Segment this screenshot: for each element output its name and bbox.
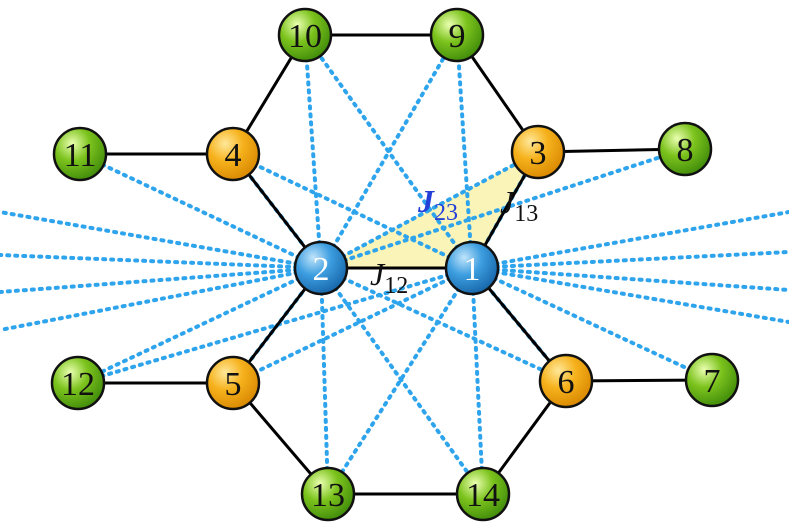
coupling-line-2-6 [319, 266, 568, 383]
site-1: 1 [444, 240, 500, 296]
coupling-line-1-offscreen-3 [470, 266, 789, 292]
coupling-line-1-14 [470, 266, 485, 496]
site-6-circle [538, 353, 594, 409]
site-9: 9 [429, 7, 485, 63]
site-8-label: 8 [677, 132, 694, 169]
site-9-circle [429, 7, 485, 63]
j13-label: J13 [500, 184, 538, 227]
site-5-circle [205, 355, 261, 411]
coupling-line-1-offscreen-1 [470, 210, 789, 270]
j12-main: J [370, 256, 386, 292]
site-3-label: 3 [530, 135, 547, 172]
coupling-line-2-offscreen-1 [0, 210, 323, 270]
site-3: 3 [510, 124, 566, 180]
site-3-circle [510, 124, 566, 180]
coupling-line-2-14 [319, 266, 485, 496]
coupling-line-2-12 [76, 266, 323, 385]
j12-label: J12 [370, 256, 408, 299]
site-5: 5 [205, 355, 261, 411]
j23-sub: 23 [434, 200, 458, 226]
site-1-circle [444, 240, 500, 296]
j12-sub: 12 [384, 273, 408, 299]
site-14-label: 14 [466, 477, 500, 514]
site-12: 12 [50, 355, 106, 411]
site-6: 6 [538, 353, 594, 409]
site-9-label: 9 [449, 18, 466, 55]
coupling-line-2-offscreen-3 [0, 266, 323, 294]
coupling-line-1-offscreen-2 [470, 250, 789, 270]
site-10-circle [277, 7, 333, 63]
site-11-circle [52, 126, 108, 182]
site-13: 13 [300, 466, 356, 522]
site-11: 11 [52, 126, 108, 182]
coupling-line-2-offscreen-2 [0, 253, 323, 270]
site-5-label: 5 [225, 366, 242, 403]
j13-sub: 13 [514, 201, 538, 227]
site-10: 10 [277, 7, 333, 63]
site-7-circle [684, 352, 740, 408]
site-14-circle [455, 466, 511, 522]
coupling-line-2-offscreen-4 [0, 266, 323, 332]
site-13-label: 13 [311, 477, 345, 514]
site-1-label: 1 [464, 251, 481, 288]
site-2-circle [293, 240, 349, 296]
j13-main: J [500, 184, 516, 220]
site-12-circle [50, 355, 106, 411]
site-10-label: 10 [288, 18, 322, 55]
site-6-label: 6 [558, 364, 575, 401]
coupling-line-1-13 [326, 266, 474, 496]
site-2: 2 [293, 240, 349, 296]
j23-main: J [417, 183, 435, 219]
site-8-circle [657, 121, 713, 177]
coupling-line-2-10 [303, 33, 323, 270]
coupling-line-1-7 [470, 266, 714, 382]
j23-label: J23 [417, 183, 458, 226]
site-11-label: 11 [64, 137, 97, 174]
coupling-line-1-10 [303, 33, 474, 270]
coupling-line-2-11 [78, 152, 323, 270]
coupling-line-1-12 [76, 266, 474, 385]
coupling-line-2-8 [319, 147, 687, 270]
coupling-line-1-9 [455, 33, 474, 270]
site-7-label: 7 [704, 363, 721, 400]
site-12-label: 12 [61, 366, 95, 403]
site-4-label: 4 [225, 137, 242, 174]
site-13-circle [300, 466, 356, 522]
site-14: 14 [455, 466, 511, 522]
site-2-label: 2 [313, 251, 330, 288]
site-8: 8 [657, 121, 713, 177]
coupling-line-1-offscreen-4 [470, 266, 789, 324]
site-4: 4 [205, 126, 261, 182]
site-7: 7 [684, 352, 740, 408]
site-4-circle [205, 126, 261, 182]
coupling-line-2-13 [319, 266, 330, 496]
